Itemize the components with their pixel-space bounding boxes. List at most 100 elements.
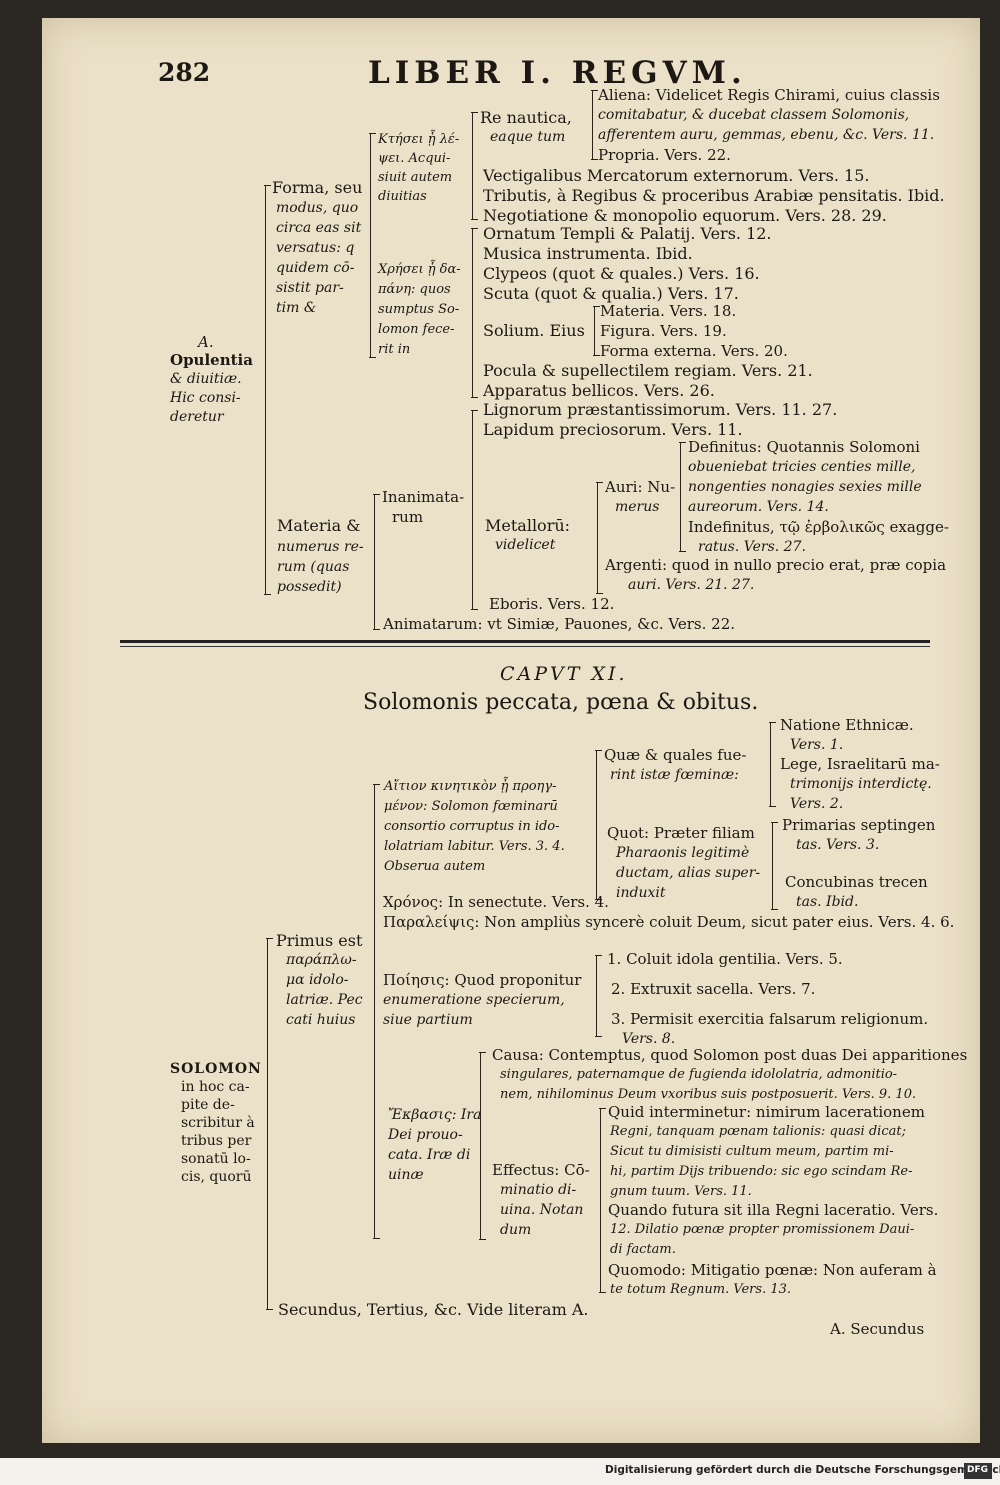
ktesis-title: Κτήσει ᾗ λέ- <box>378 132 460 147</box>
aliena-line: afferentem auru, gemmas, ebenu, &c. Vers… <box>598 127 935 143</box>
aition-title: Αἴτιον κινητικὸν ᾗ προηγ- <box>384 779 557 794</box>
animatarum: Animatarum: vt Simiæ, Pauones, &c. Vers.… <box>383 615 736 633</box>
aliena-line: comitabatur, & ducebat classem Solomonis… <box>598 107 910 123</box>
coluit: 1. Coluit idola gentilia. Vers. 5. <box>607 950 843 968</box>
brace-solium <box>593 306 600 356</box>
solium-materia: Materia. Vers. 18. <box>600 302 737 320</box>
brace-quae <box>769 722 776 807</box>
effectus-line: dum <box>500 1222 532 1238</box>
dfg-logo: DFG <box>964 1463 992 1479</box>
quid-line: Regni, tanquam pœnam talionis: quasi dic… <box>610 1124 906 1139</box>
chresis-line: lomon fece- <box>378 322 455 337</box>
lege-line: Vers. 2. <box>790 796 844 812</box>
book-page <box>42 18 980 1443</box>
brace-re-nautica <box>591 90 598 160</box>
forma-line: quidem cō- <box>276 260 355 276</box>
root-opulentia: Opulentia <box>170 351 253 369</box>
ekbasis-line: Dei prouo- <box>388 1127 463 1143</box>
primus-title: Primus est <box>276 931 363 950</box>
section-rule <box>120 640 930 643</box>
brace-ekbasis <box>479 1052 486 1240</box>
definitus-line: obueniebat tricies centies mille, <box>688 459 916 475</box>
chresis-line: πάνη: quos <box>378 282 451 297</box>
permisit-line: Vers. 8. <box>622 1031 676 1047</box>
propria: Propria. Vers. 22. <box>598 146 731 164</box>
lignorum: Lignorum præstantissimorum. Vers. 11. 27… <box>483 400 838 419</box>
aition-line: consortio corruptus in ido- <box>384 819 560 834</box>
indefinitus: Indefinitus, τῷ ἐρβολικῶς exagge- <box>688 518 949 536</box>
primus-line: παράπλω- <box>286 952 357 968</box>
pocula: Pocula & supellectilem regiam. Vers. 21. <box>483 361 813 380</box>
primus-line: μα idolo- <box>286 972 349 988</box>
aition-line: μένον: Solomon fœminarū <box>384 799 558 814</box>
chresis-title: Χρήσει ᾗ δα- <box>378 262 461 277</box>
causa-line: singulares, paternamque de fugienda idol… <box>500 1067 898 1082</box>
re-nautica: Re nautica, <box>480 108 572 127</box>
paralepsis: Παραλείψις: Non ampliùs syncerè coluit D… <box>383 913 955 931</box>
forma-line: versatus: q <box>276 240 355 256</box>
footer-bar: Digitalisierung gefördert durch die Deut… <box>0 1458 1000 1485</box>
brace-primus <box>373 784 380 1239</box>
ekbasis-line: cata. Iræ di <box>388 1147 471 1163</box>
quid-line: Sicut tu dimisisti cultum meum, partim m… <box>610 1144 894 1159</box>
brace-ktesis <box>471 112 478 220</box>
ktesis-line: diuitias <box>378 189 427 204</box>
quot-line: induxit <box>616 885 666 901</box>
materia-title: Materia & <box>277 516 361 535</box>
auri: Auri: Nu- <box>605 478 676 496</box>
tributis: Tributis, à Regibus & proceribus Arabiæ … <box>483 186 945 205</box>
footer-text: Digitalisierung gefördert durch die Deut… <box>605 1464 1000 1476</box>
root-line: Hic consi- <box>170 390 241 406</box>
materia-line: numerus re- <box>277 539 364 555</box>
quando-line: di factam. <box>610 1242 676 1257</box>
forma-title: Forma, seu <box>272 178 363 197</box>
root-label-a: A. <box>198 333 214 351</box>
chronos: Χρόνος: In senectute. Vers. 4. <box>383 893 609 911</box>
scuta: Scuta (quot & qualia.) Vers. 17. <box>483 284 739 303</box>
brace-quot <box>771 822 778 910</box>
solium-forma: Forma externa. Vers. 20. <box>600 342 788 360</box>
page-number: 282 <box>158 58 211 87</box>
materia-line: possedit) <box>277 579 342 595</box>
ornatum: Ornatum Templi & Palatij. Vers. 12. <box>483 224 772 243</box>
definitus-line: nongenties nonagies sexies mille <box>688 479 922 495</box>
root-line: pite de- <box>181 1097 235 1113</box>
brace-root <box>264 185 271 595</box>
inanimatarum: Inanimata- <box>382 488 465 506</box>
quae-line: rint istæ fœminæ: <box>610 767 739 783</box>
effectus-title: Effectus: Cō- <box>492 1161 590 1179</box>
clypeos: Clypeos (quot & quales.) Vers. 16. <box>483 264 760 283</box>
aition-line: Obserua autem <box>384 859 486 874</box>
extruxit: 2. Extruxit sacella. Vers. 7. <box>611 980 816 998</box>
eboris: Eboris. Vers. 12. <box>489 595 615 613</box>
forma-line: circa eas sit <box>276 220 362 236</box>
root-line: sonatū lo- <box>181 1151 251 1167</box>
primarias: Primarias septingen <box>782 816 936 834</box>
primarias-line: tas. Vers. 3. <box>796 837 880 853</box>
causa: Causa: Contemptus, quod Solomon post dua… <box>492 1046 968 1064</box>
chresis-line: rit in <box>378 342 411 357</box>
lapidum: Lapidum preciosorum. Vers. 11. <box>483 420 743 439</box>
vectigalibus: Vectigalibus Mercatorum externorum. Vers… <box>483 166 870 185</box>
quid-line: hi, partim Dijs tribuendo: sic ego scind… <box>610 1164 913 1179</box>
auri-line: merus <box>615 499 660 515</box>
solomon-root: SOLOMON <box>170 1061 262 1077</box>
aition-line: lolatriam labitur. Vers. 3. 4. <box>384 839 565 854</box>
secundus-line: Secundus, Tertius, &c. Vide literam A. <box>278 1300 589 1319</box>
brace-aition <box>595 750 602 900</box>
caput-heading: CAPVT XI. <box>500 663 628 685</box>
quid: Quid interminetur: nimirum lacerationem <box>608 1103 925 1121</box>
permisit: 3. Permisit exercitia falsarum religionu… <box>611 1010 929 1028</box>
ekbasis-title: Ἔκβασις: Ira <box>388 1107 482 1123</box>
quomodo-line: te totum Regnum. Vers. 13. <box>610 1282 792 1297</box>
solium: Solium. Eius <box>483 321 585 340</box>
root-line: tribus per <box>181 1133 252 1149</box>
root-line: scribitur à <box>181 1115 255 1131</box>
brace-solomon <box>266 938 273 1310</box>
quot-title: Quot: Præter filiam <box>607 824 755 842</box>
brace-auri <box>679 442 686 552</box>
root-line: deretur <box>170 409 224 425</box>
quando-line: 12. Dilatio pœnæ propter promissionem Da… <box>610 1222 915 1237</box>
brace-inanimatarum <box>471 410 478 610</box>
root-line: in hoc ca- <box>181 1079 250 1095</box>
